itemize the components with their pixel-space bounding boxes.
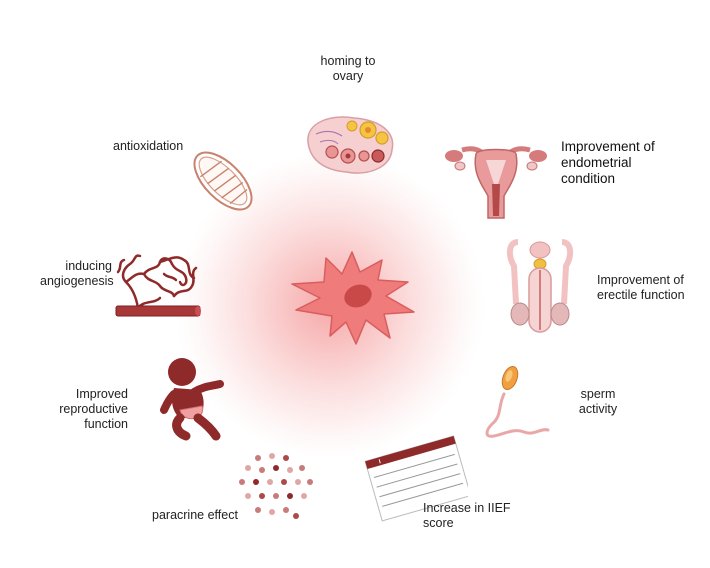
label-homing-to-ovary: homing to ovary (320, 54, 376, 83)
uterus-icon (445, 146, 547, 219)
paracrine-dots-icon (239, 453, 313, 519)
label-erectile-function: Improvement of erectile function (597, 273, 685, 302)
label-reproductive-function: Improved reproductive function (59, 387, 128, 431)
sperm-icon (485, 365, 550, 438)
iief-questionnaire-icon (364, 435, 468, 522)
label-inducing-angiogenesis: inducing angiogenesis (40, 259, 114, 288)
label-paracrine-effect: paracrine effect (152, 508, 238, 522)
male-reproductive-icon (506, 239, 574, 333)
label-iief-score: Increase in IIEF score (423, 501, 511, 530)
label-endometrial-condition: Improvement of endometrial condition (561, 139, 655, 186)
stem-cell-icon (291, 251, 415, 345)
ovary-icon (307, 116, 394, 174)
blood-vessel-icon (115, 254, 201, 317)
mitochondria-icon (193, 151, 253, 211)
label-sperm-activity: sperm activity (578, 387, 618, 416)
label-antioxidation: antioxidation (113, 139, 184, 153)
baby-icon (160, 358, 224, 441)
